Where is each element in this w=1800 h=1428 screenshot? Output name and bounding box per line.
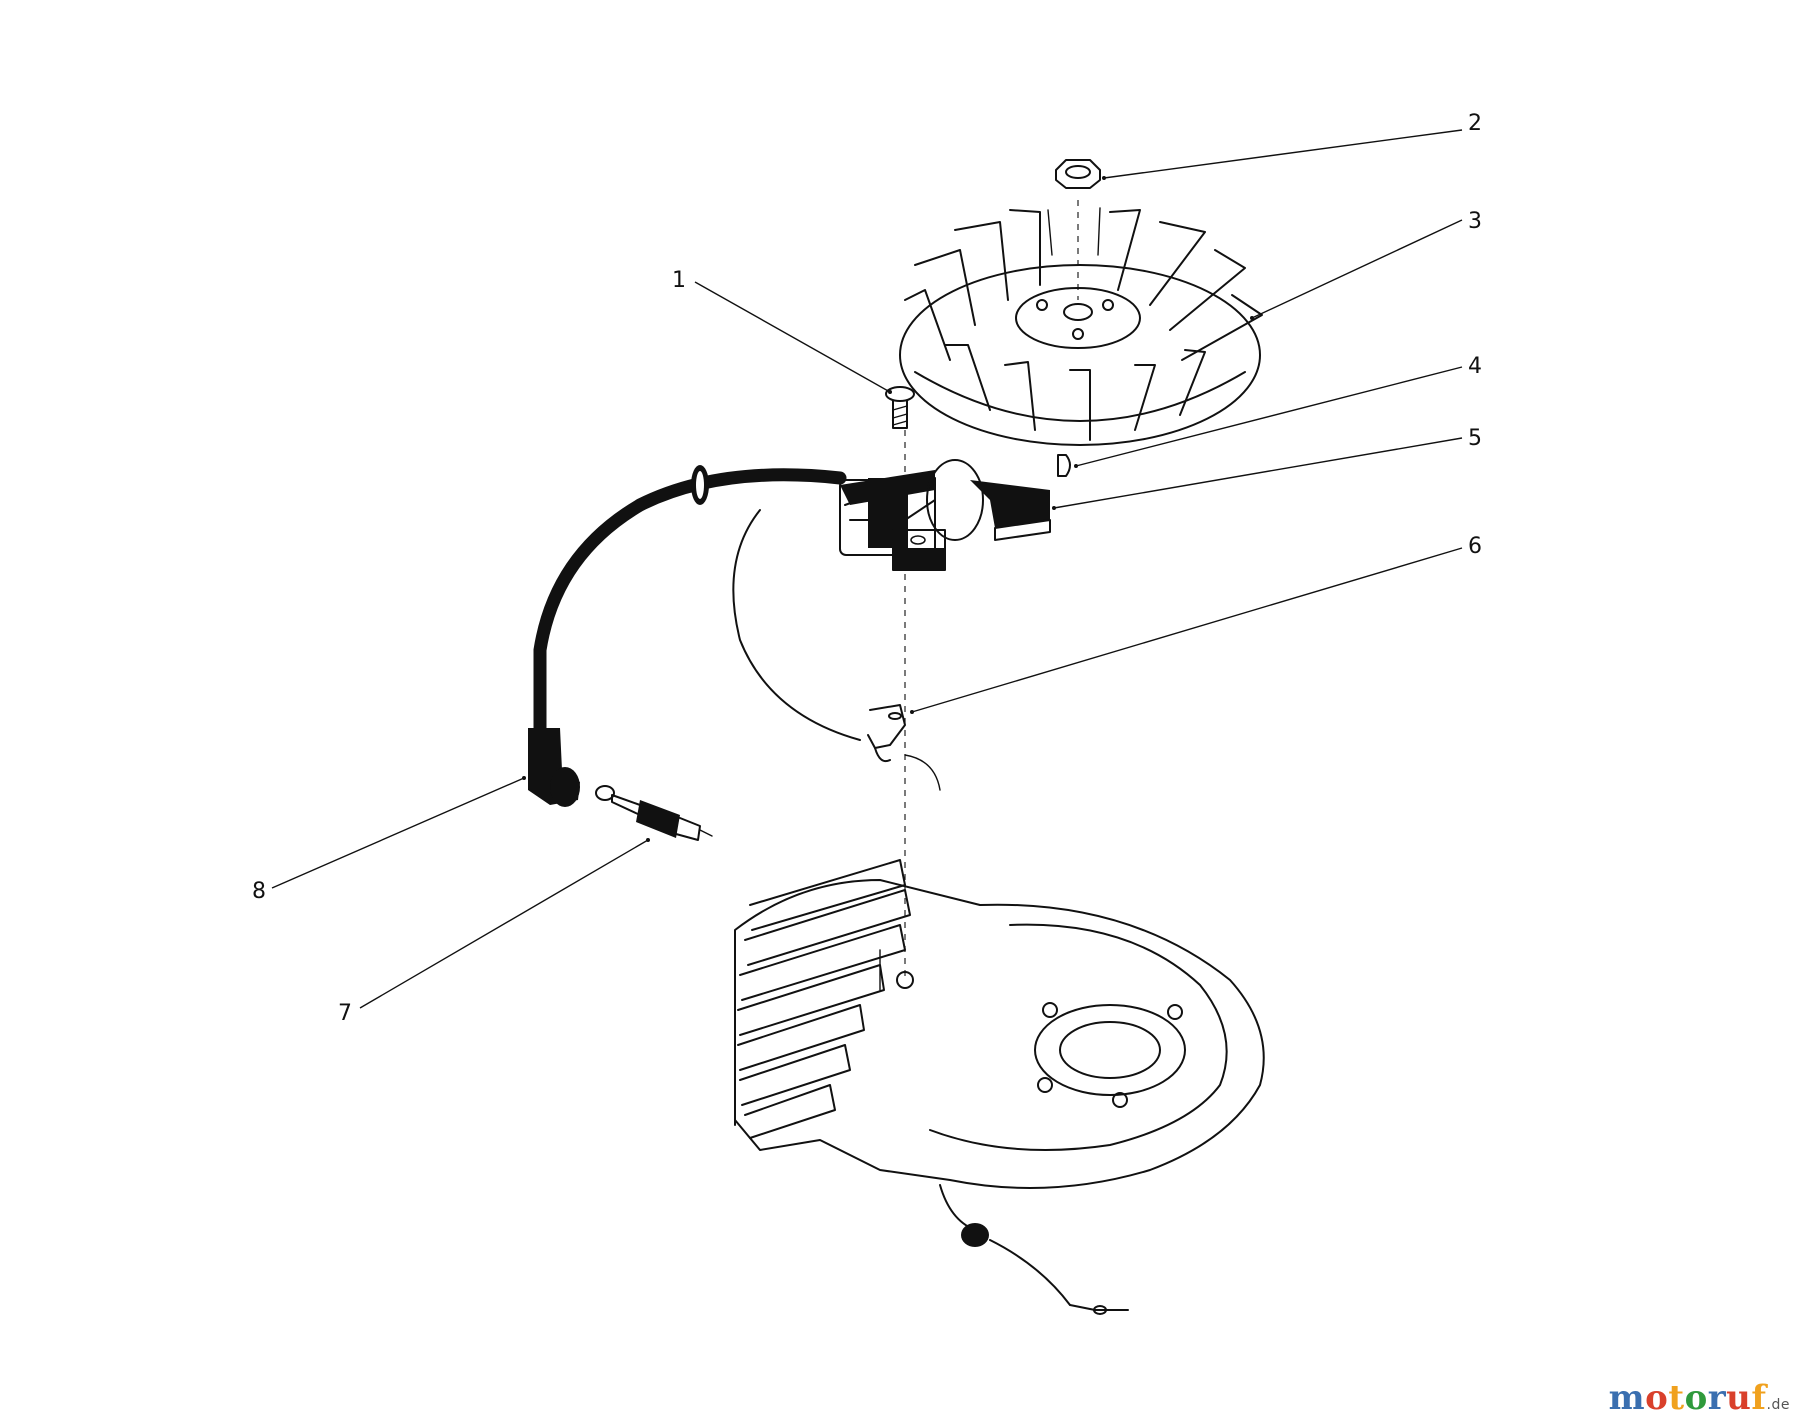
leader-7 [359,839,649,1009]
leader-5 [1053,437,1463,509]
spark-plug [595,785,713,841]
callout-labels: 1 2 3 4 5 6 7 8 [252,111,1482,1026]
watermark-letter: r [1707,1378,1727,1418]
flywheel-key [1057,454,1071,477]
callout-6: 6 [1468,534,1482,559]
watermark-letter: m [1608,1378,1646,1418]
ignition-module [839,459,1051,571]
leader-3 [1251,219,1463,319]
watermark-letter: f [1751,1378,1767,1418]
watermark-letter: o [1645,1378,1669,1418]
ground-wire [732,509,941,791]
callout-8: 8 [252,879,266,904]
flywheel-nut [1055,159,1101,189]
engine-block [734,859,1265,1315]
spark-plug-lead [528,465,847,807]
callout-3: 3 [1468,209,1482,234]
callout-7: 7 [338,1001,352,1026]
callout-2: 2 [1468,111,1482,136]
watermark-suffix: .de [1766,1397,1790,1413]
leader-8 [271,777,525,889]
watermark-logo: motoruf.de [1609,1378,1790,1418]
leader-6 [911,547,1463,713]
flywheel [899,207,1263,446]
callout-4: 4 [1468,354,1482,379]
callout-1: 1 [672,268,686,293]
leader-4 [1075,366,1463,467]
callout-5: 5 [1468,426,1482,451]
watermark-letter: t [1668,1378,1685,1418]
leader-2 [1103,129,1463,179]
leader-1 [694,281,891,393]
watermark-letter: o [1684,1378,1708,1418]
watermark-letter: u [1726,1378,1752,1418]
ignition-screw [885,386,915,429]
callout-leaders [271,129,1463,1009]
